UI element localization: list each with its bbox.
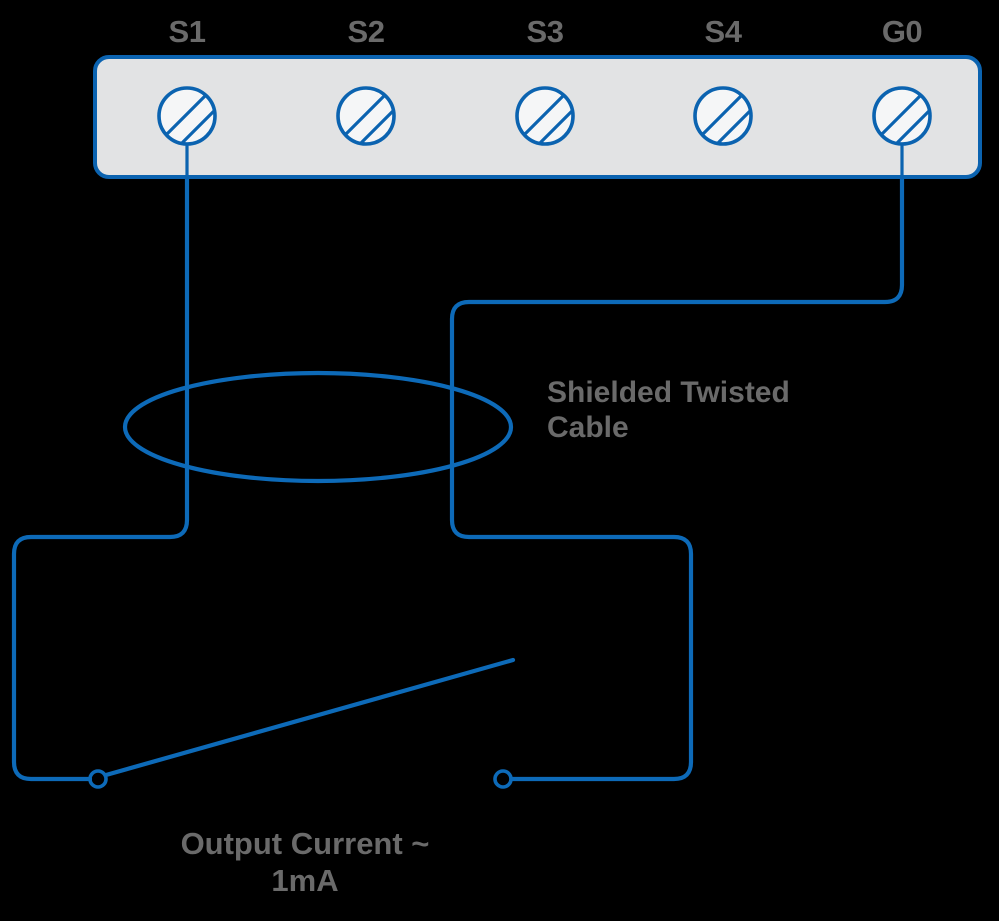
shielded-twisted-cable-label: Shielded Twisted Cable: [547, 375, 947, 446]
terminal-label-g0: G0: [881, 14, 923, 49]
terminal-label-s1: S1: [168, 14, 206, 49]
cable-label-line-2: Cable: [547, 411, 629, 445]
terminal-screw-s4[interactable]: [693, 86, 760, 153]
terminal-label-s2: S2: [347, 14, 385, 49]
cable-label-line-1: Shielded Twisted: [547, 376, 790, 409]
output-current-label: Output Current ~ 1mA: [0, 826, 610, 899]
terminal-screw-s3[interactable]: [515, 86, 582, 153]
terminal-label-s3: S3: [526, 14, 564, 49]
switch-lever: [103, 657, 516, 778]
switch-terminal-right: [493, 769, 513, 789]
switch-terminal-left: [88, 769, 108, 789]
twisted-pair-loop: [122, 370, 514, 484]
terminal-screw-s2[interactable]: [336, 86, 403, 153]
current-label-line-1: Output Current ~: [180, 826, 430, 861]
terminal-screw-g0[interactable]: [872, 86, 939, 153]
terminal-label-s4: S4: [704, 14, 742, 49]
wire-g0-to-switch: [449, 137, 905, 782]
wire-s1-to-switch: [11, 137, 190, 782]
current-label-line-2: 1mA: [271, 862, 339, 898]
terminal-screw-s1[interactable]: [157, 86, 224, 153]
